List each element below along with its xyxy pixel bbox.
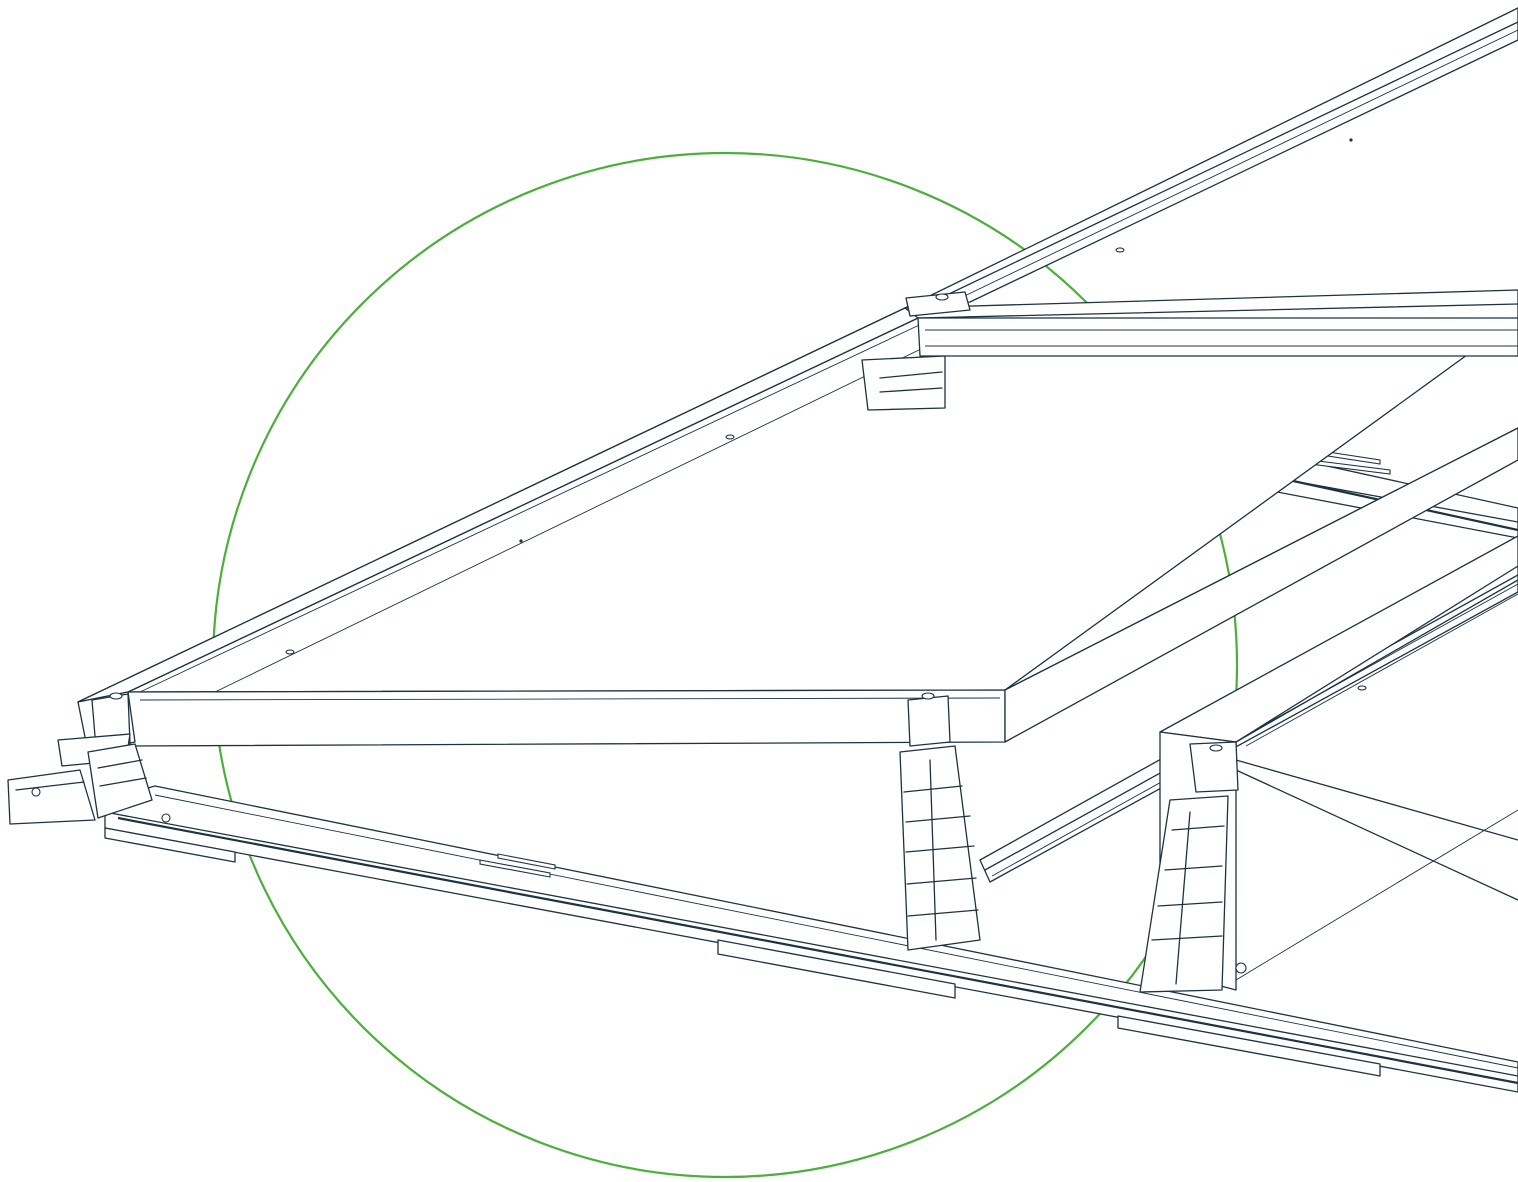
solar-panel-back [904, 7, 1518, 357]
support-leg-right [1139, 795, 1229, 993]
mid-clamp-right [1189, 741, 1247, 974]
base-rail-front [104, 785, 1518, 1093]
support-leg-back [861, 355, 946, 411]
solar-panel-left [77, 247, 1518, 747]
mid-clamp-top [905, 291, 971, 317]
support-leg-middle [899, 692, 981, 951]
support-leg-left [87, 743, 153, 819]
